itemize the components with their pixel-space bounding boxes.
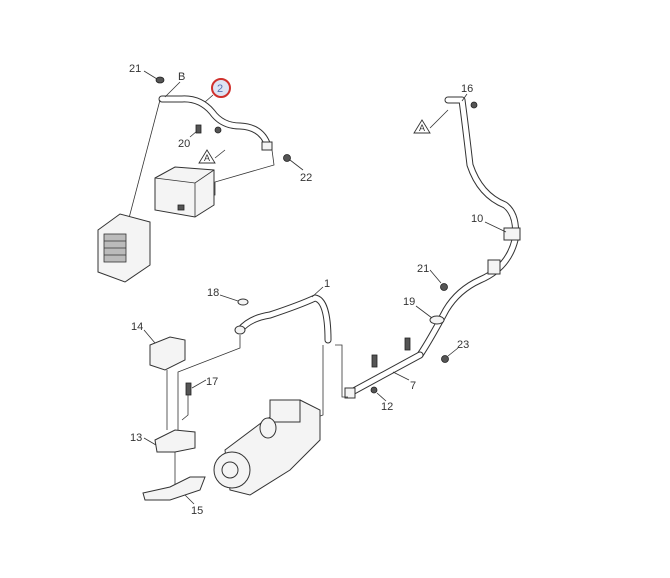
bracket-13[interactable]: [154, 429, 196, 453]
bolt-20[interactable]: [195, 124, 202, 134]
selected-callout-ring[interactable]: [211, 78, 231, 98]
nut-16[interactable]: [470, 101, 478, 109]
callout-a: A: [204, 153, 210, 163]
starter-motor[interactable]: [213, 399, 321, 496]
callout-21[interactable]: 21: [417, 263, 429, 275]
callout-7[interactable]: 7: [410, 380, 416, 392]
shield-14[interactable]: [149, 336, 186, 371]
callout-22[interactable]: 22: [300, 172, 312, 184]
callout-b: B: [178, 71, 185, 83]
nut-23[interactable]: [441, 355, 449, 363]
callout-2[interactable]: 2: [217, 83, 223, 95]
cable-part-1[interactable]: [234, 294, 332, 344]
nut-21b[interactable]: [440, 283, 448, 291]
cable-part-2[interactable]: [158, 95, 273, 151]
callout-a: A: [419, 123, 425, 133]
callout-10[interactable]: 10: [471, 213, 483, 225]
bolt-17[interactable]: [185, 382, 192, 396]
nut-21[interactable]: [155, 76, 165, 84]
callout-20[interactable]: 20: [178, 138, 190, 150]
control-module[interactable]: [154, 166, 215, 218]
callout-18[interactable]: 18: [207, 287, 219, 299]
callout-15[interactable]: 15: [191, 505, 203, 517]
cable-part-7[interactable]: [344, 337, 424, 399]
callout-21[interactable]: 21: [129, 63, 141, 75]
callout-16[interactable]: 16: [461, 83, 473, 95]
nut-12[interactable]: [370, 386, 378, 394]
callout-1[interactable]: 1: [324, 278, 330, 290]
connector-housing[interactable]: [97, 213, 151, 283]
bracket-15[interactable]: [142, 476, 206, 501]
callout-17[interactable]: 17: [206, 376, 218, 388]
callout-14[interactable]: 14: [131, 321, 143, 333]
grommet-18[interactable]: [237, 298, 249, 306]
nut-22[interactable]: [283, 154, 291, 162]
callout-23[interactable]: 23: [457, 339, 469, 351]
callout-19[interactable]: 19: [403, 296, 415, 308]
cable-part-10[interactable]: [416, 96, 521, 359]
callout-leaders: [143, 70, 507, 505]
reference-triangle-a: [413, 119, 431, 134]
reference-triangle-a: [198, 149, 216, 164]
callout-12[interactable]: 12: [381, 401, 393, 413]
grommet-19[interactable]: [429, 315, 445, 325]
callout-13[interactable]: 13: [130, 432, 142, 444]
